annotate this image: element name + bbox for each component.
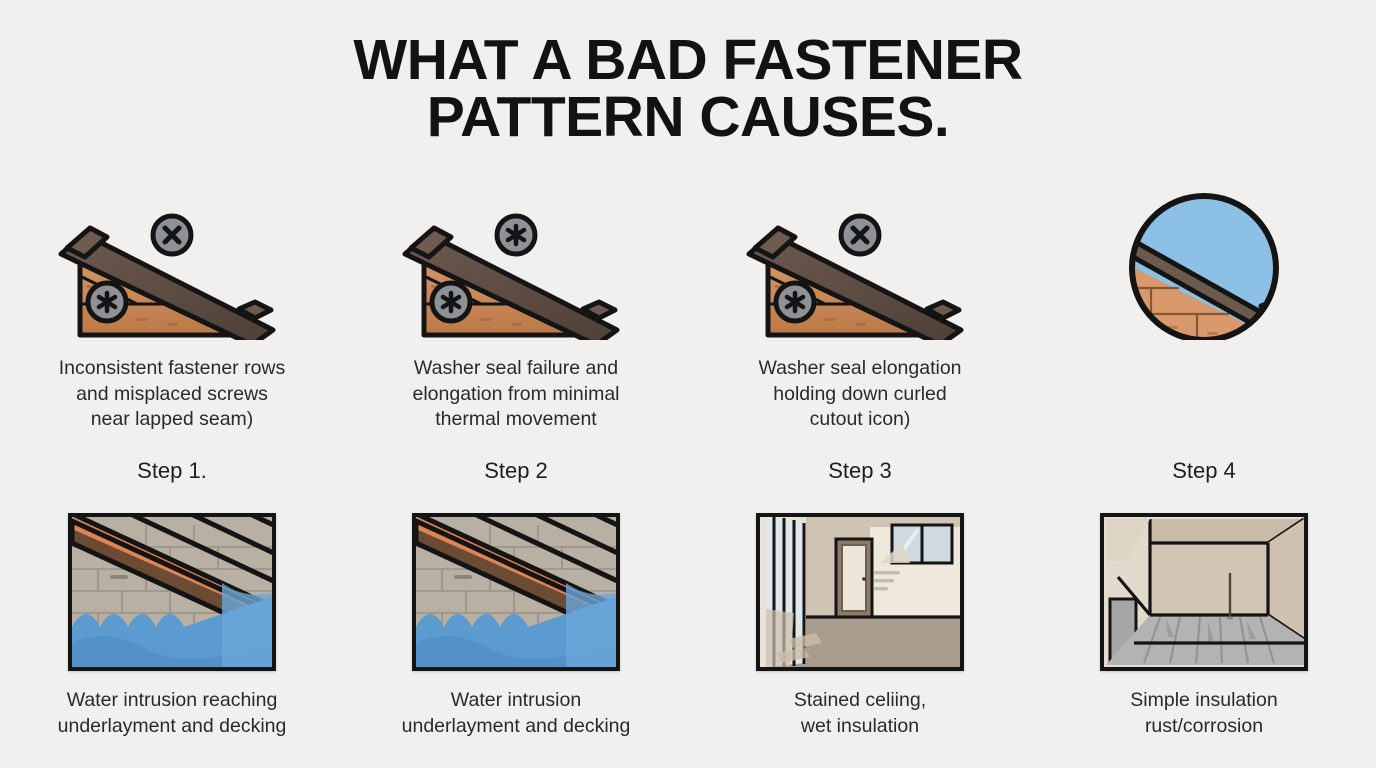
- page-header: WHAT A BAD FASTENER PATTERN CAUSES.: [0, 32, 1376, 146]
- water-intrusion-roof-deck-scene: [68, 513, 276, 672]
- roof-wedge-two-fasteners-icon: [47, 190, 297, 340]
- fastener-washer-top: [494, 213, 538, 257]
- step-label-3: Step 3: [828, 458, 892, 483]
- step-caption-4: Simple insulation rust/corrosion: [1130, 689, 1278, 738]
- fastener-caption-1: Inconsistent fastener rows and misplaced…: [58, 357, 286, 431]
- fastener-washer-top: [150, 213, 194, 257]
- fastener-cell-2[interactable]: Washer seal failure and elongation from …: [344, 190, 688, 433]
- fastener-washer-lower: [85, 280, 129, 324]
- roof-wedge-curled-cutout-icon: [735, 190, 985, 340]
- fastener-icon-row: Inconsistent fastener rows and misplaced…: [0, 190, 1376, 433]
- fastener-caption-2: Washer seal failure and elongation from …: [412, 357, 620, 431]
- step-label-4: Step 4: [1172, 458, 1236, 483]
- step-cell-1[interactable]: Step 1.: [0, 458, 344, 740]
- page-title: WHAT A BAD FASTENER PATTERN CAUSES.: [353, 28, 1023, 149]
- fastener-washer-lower: [429, 280, 473, 324]
- fastener-caption-3: Washer seal elongation holding down curl…: [758, 357, 962, 431]
- fastener-cell-1[interactable]: Inconsistent fastener rows and misplaced…: [0, 190, 344, 433]
- step-caption-3: Stained celiing, wet insulation: [793, 689, 927, 738]
- fastener-cell-4[interactable]: [1032, 190, 1376, 433]
- roof-edge-circle-badge-icon: [1079, 190, 1329, 340]
- step-label-2: Step 2: [484, 458, 548, 483]
- roof-wedge-washer-seal-icon: [391, 190, 641, 340]
- fastener-cell-3[interactable]: Washer seal elongation holding down curl…: [688, 190, 1032, 433]
- step-caption-2: Water intrusion underlayment and decking: [401, 689, 631, 738]
- step-scene-row: Step 1.: [0, 458, 1376, 740]
- step-cell-2[interactable]: Step 2: [344, 458, 688, 740]
- attic-insulation-corrosion-scene: [1100, 513, 1308, 672]
- step-cell-3[interactable]: Step 3: [688, 458, 1032, 740]
- step-cell-4[interactable]: Step 4: [1032, 458, 1376, 740]
- fastener-washer-lower: [773, 280, 817, 324]
- water-intrusion-roof-deck-scene-2: [412, 513, 620, 672]
- stained-ceiling-interior-scene: [756, 513, 964, 672]
- step-caption-1: Water intrusion reaching underlayment an…: [57, 689, 287, 738]
- step-label-1: Step 1.: [137, 458, 207, 483]
- fastener-washer-top: [838, 213, 882, 257]
